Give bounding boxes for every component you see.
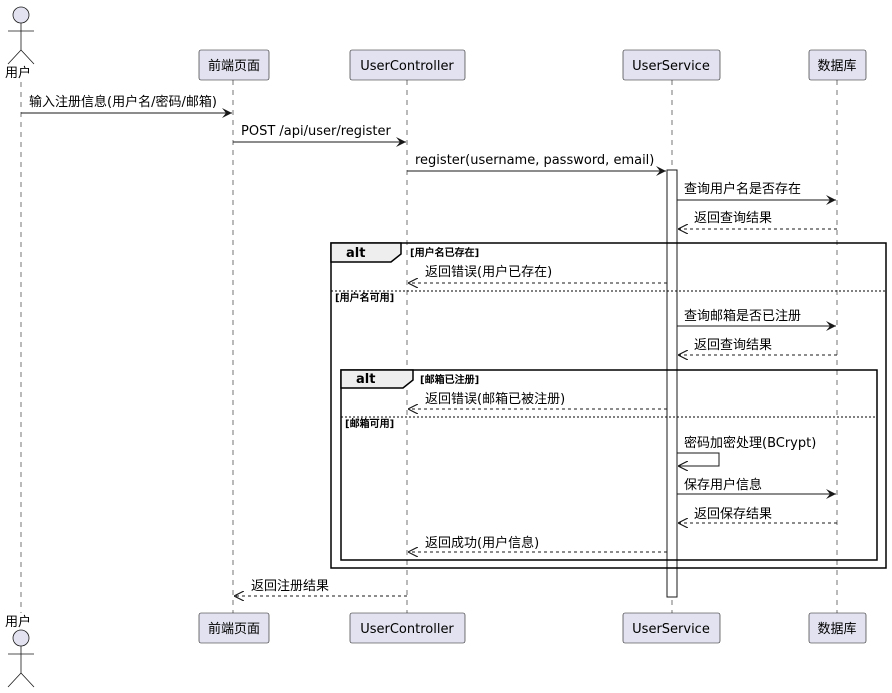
message-2-label: POST /api/user/register bbox=[241, 124, 392, 139]
alt-fragment-outer-guard2: [用户名可用] bbox=[335, 291, 394, 304]
participant-controller-top: UserController bbox=[349, 49, 466, 81]
alt-fragment-outer-tab bbox=[330, 242, 402, 263]
message-12-label: 返回保存结果 bbox=[694, 507, 772, 522]
alt-fragment-inner-guard2: [邮箱可用] bbox=[345, 417, 394, 430]
alt-fragment-outer bbox=[330, 242, 887, 569]
message-8-label: 返回查询结果 bbox=[694, 338, 772, 353]
participant-frontend-top-label: 前端页面 bbox=[208, 58, 260, 74]
alt-fragment-inner-keyword: alt bbox=[356, 372, 375, 387]
participant-service-top-label: UserService bbox=[632, 59, 710, 74]
message-10-label: 密码加密处理(BCrypt) bbox=[684, 435, 816, 451]
actor-user-top-label: 用户 bbox=[5, 65, 31, 81]
participant-frontend-top: 前端页面 bbox=[198, 49, 270, 81]
participant-controller-bottom-label: UserController bbox=[360, 622, 454, 637]
alt-fragment-inner bbox=[340, 369, 878, 561]
participant-frontend-bottom: 前端页面 bbox=[198, 612, 270, 644]
message-7-label: 查询邮箱是否已注册 bbox=[684, 308, 801, 324]
message-9-label: 返回错误(邮箱已被注册) bbox=[425, 391, 565, 407]
alt-fragment-inner-guard1: [邮箱已注册] bbox=[420, 373, 479, 386]
message-6-label: 返回错误(用户已存在) bbox=[425, 264, 552, 280]
participant-db-bottom: 数据库 bbox=[808, 612, 867, 644]
participant-db-bottom-label: 数据库 bbox=[817, 621, 856, 637]
message-14-label: 返回注册结果 bbox=[251, 579, 329, 594]
participant-service-top: UserService bbox=[622, 49, 721, 81]
participant-db-top: 数据库 bbox=[808, 49, 867, 81]
actor-user-bottom bbox=[7, 629, 35, 688]
alt-fragment-inner-tab bbox=[340, 369, 414, 389]
participant-db-top-label: 数据库 bbox=[817, 58, 856, 74]
message-5-label: 返回查询结果 bbox=[694, 211, 772, 226]
participant-controller-top-label: UserController bbox=[360, 59, 454, 74]
actor-user-bottom-label: 用户 bbox=[5, 614, 31, 630]
participant-service-bottom-label: UserService bbox=[632, 622, 710, 637]
alt-fragment-outer-keyword: alt bbox=[346, 246, 365, 261]
message-1-label: 输入注册信息(用户名/密码/邮箱) bbox=[29, 94, 217, 110]
message-13-label: 返回成功(用户信息) bbox=[425, 535, 539, 551]
participant-controller-bottom: UserController bbox=[349, 612, 466, 644]
message-10-arrow bbox=[677, 452, 720, 466]
participant-service-bottom: UserService bbox=[622, 612, 721, 644]
actor-user-top bbox=[7, 6, 35, 65]
participant-frontend-bottom-label: 前端页面 bbox=[208, 621, 260, 637]
message-11-label: 保存用户信息 bbox=[684, 477, 762, 493]
message-4-label: 查询用户名是否存在 bbox=[684, 181, 801, 197]
activation-bar-service bbox=[666, 169, 678, 598]
alt-fragment-outer-guard1: [用户名已存在] bbox=[410, 246, 479, 259]
message-3-label: register(username, password, email) bbox=[415, 153, 654, 168]
